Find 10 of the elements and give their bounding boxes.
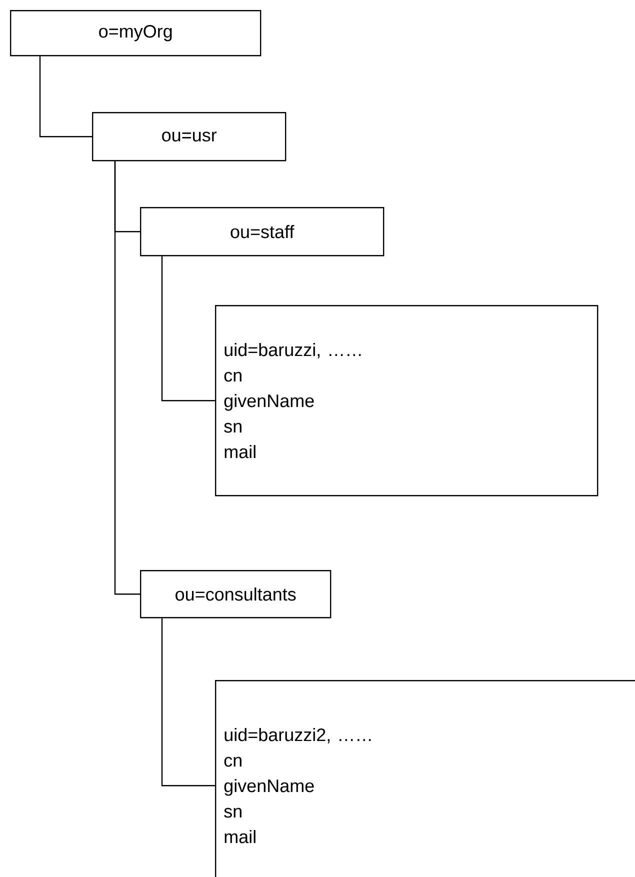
node-box: o=myOrg [10,10,262,56]
node-box: ou=usr [92,112,286,162]
connector-line [161,256,215,402]
node-box: ou=staff [140,207,384,256]
node-box: ou=consultants [140,570,332,618]
connector-line [161,618,215,786]
entry-box: uid=baruzzi, …… cn givenName sn mail [215,305,598,496]
connector-line [39,56,92,138]
entry-box: uid=baruzzi2, …… cn givenName sn mail [215,680,635,877]
connector-line [114,161,140,595]
